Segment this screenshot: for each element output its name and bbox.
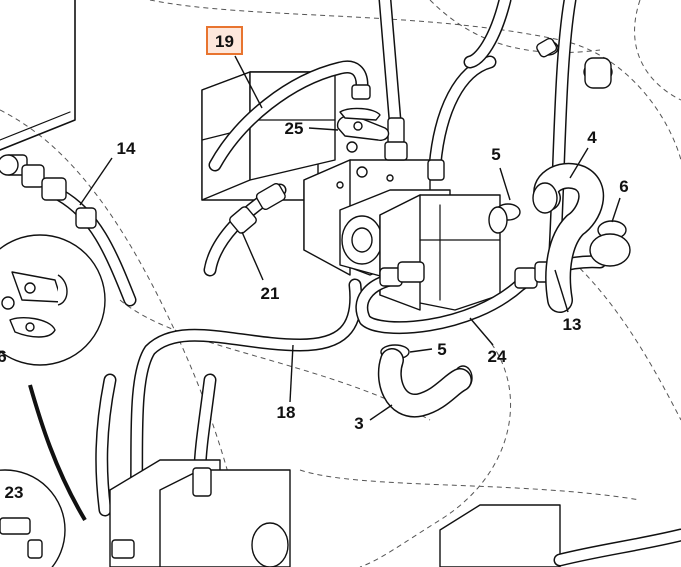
callout-19-label: 19: [215, 32, 234, 51]
clip-25: [336, 107, 390, 153]
fittings-top-right: [536, 37, 613, 89]
callout-21[interactable]: 21: [261, 284, 280, 303]
hose-19: [208, 60, 371, 172]
detail-circle-bottom-left: [0, 469, 66, 567]
hose-3: [377, 348, 472, 418]
hose-upper-right: [427, 55, 497, 181]
callout-5-lower[interactable]: 5: [437, 340, 446, 359]
bottom-right-block: [439, 504, 681, 567]
hose-vertical-top: [378, 0, 408, 161]
callout-23[interactable]: 23: [5, 483, 24, 502]
callout-19[interactable]: 19: [206, 26, 243, 55]
callout-18[interactable]: 18: [277, 403, 296, 422]
callout-4[interactable]: 4: [587, 128, 597, 147]
callout-6[interactable]: 6: [619, 177, 628, 196]
callout-19-highlight: [206, 26, 243, 55]
bottom-block: [109, 459, 291, 567]
valve-block: [201, 71, 336, 201]
callout-6-left[interactable]: 6: [0, 347, 7, 366]
detail-circle-left: [0, 234, 106, 366]
callout-25[interactable]: 25: [285, 119, 304, 138]
thick-line-left: [28, 384, 87, 522]
callout-5-upper[interactable]: 5: [491, 145, 500, 164]
leader-lines: [79, 55, 621, 421]
callout-13[interactable]: 13: [563, 315, 582, 334]
hose-14: [0, 154, 137, 307]
hose-top-right: [463, 0, 577, 257]
callout-14[interactable]: 14: [117, 139, 136, 158]
pump-body: [303, 159, 501, 311]
hose-4: [532, 162, 605, 313]
callout-3[interactable]: 3: [354, 414, 363, 433]
hose-18: [95, 278, 363, 527]
callout-24[interactable]: 24: [488, 347, 507, 366]
frame-edge-left: [0, 0, 76, 151]
hose-21: [203, 182, 287, 277]
